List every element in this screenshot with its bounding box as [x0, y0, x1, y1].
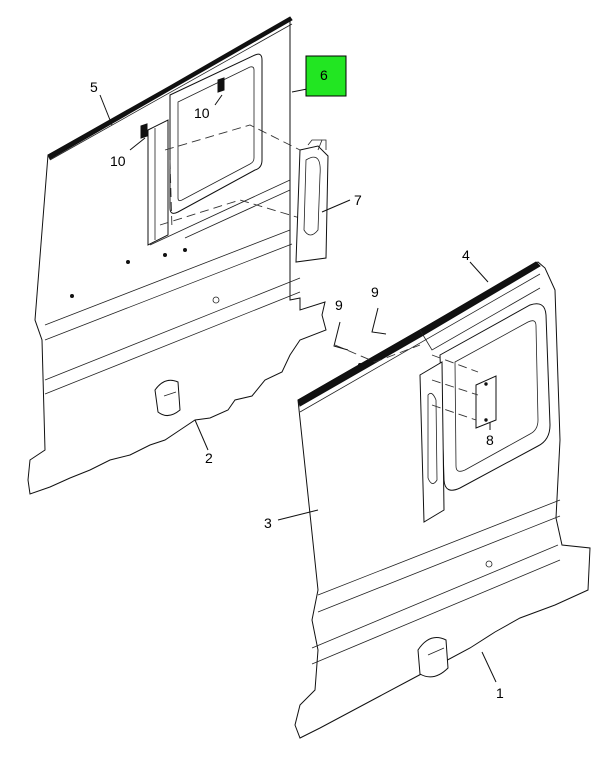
callout-9a[interactable]: 9 [335, 297, 343, 313]
callout-1[interactable]: 1 [496, 685, 504, 701]
bracket-7 [295, 139, 329, 263]
callout-8[interactable]: 8 [486, 432, 494, 448]
callout-4[interactable]: 4 [462, 247, 470, 263]
bracket-8 [475, 375, 497, 429]
clip-9-a [333, 321, 349, 351]
fastener-10-b [140, 123, 148, 139]
callout-2[interactable]: 2 [205, 450, 213, 466]
alignment-lines-upper [159, 124, 301, 231]
fastener-10-a [217, 77, 225, 93]
trim-strip-5 [47, 16, 293, 160]
callout-9b[interactable]: 9 [371, 284, 379, 300]
callout-10b[interactable]: 10 [110, 153, 126, 169]
handle-cutout-upper [154, 379, 181, 416]
window-frame-upper [169, 53, 263, 214]
rear-panel-assembly-lower [294, 261, 591, 739]
handle-cutout-lower [417, 637, 449, 678]
panel-2-outline [27, 19, 327, 495]
leader-lines [99, 87, 497, 683]
callout-3[interactable]: 3 [264, 515, 272, 531]
callout-10a[interactable]: 10 [194, 105, 210, 121]
alignment-lines-lower [334, 344, 479, 421]
callout-7[interactable]: 7 [354, 192, 362, 208]
callout-6-highlight [305, 55, 347, 97]
rear-panel-assembly-upper [27, 16, 327, 495]
callout-6[interactable]: 6 [320, 67, 328, 83]
clip-9-b [371, 307, 387, 335]
callout-5[interactable]: 5 [90, 79, 98, 95]
